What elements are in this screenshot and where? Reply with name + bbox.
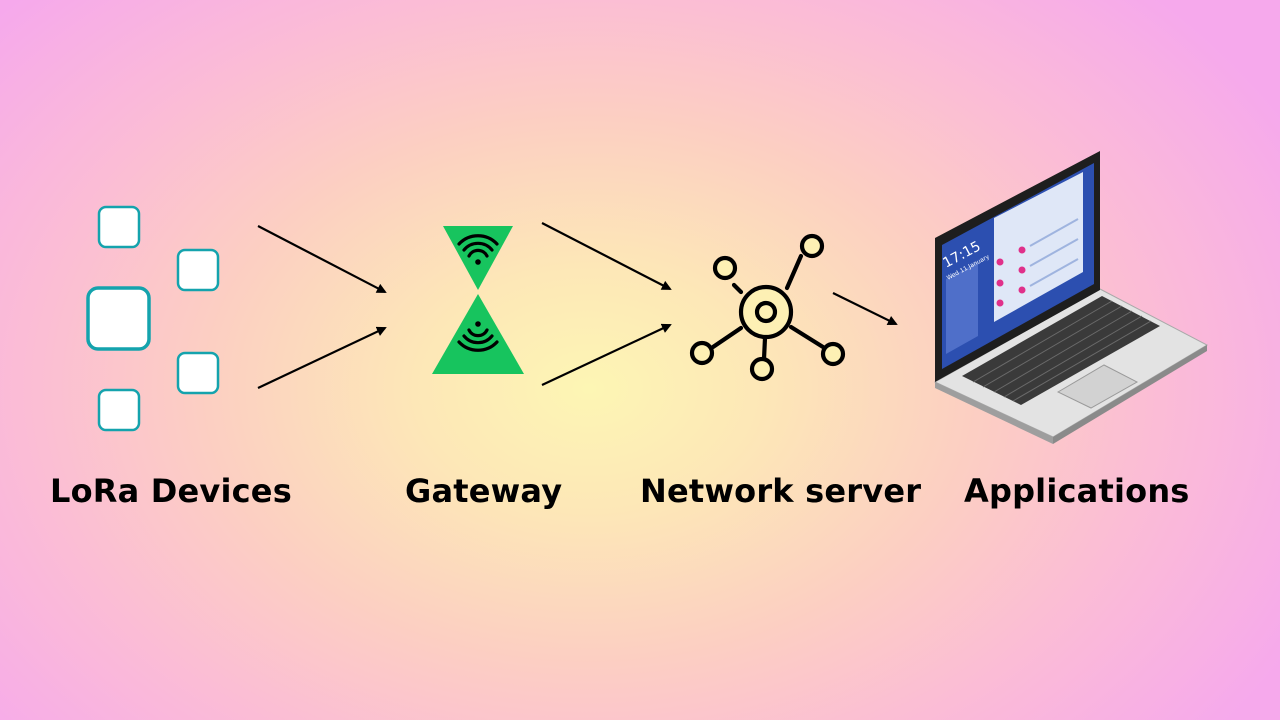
wireless-gateway-icon	[432, 226, 524, 374]
wifi-icon	[457, 234, 499, 258]
arrow	[832, 292, 898, 325]
arrow	[541, 323, 672, 386]
screen-list-rows	[996, 218, 1079, 307]
gateway-label: Gateway	[405, 472, 563, 510]
arrow	[257, 225, 387, 293]
devices-label: LoRa Devices	[50, 472, 292, 510]
device-square-icon	[97, 388, 141, 432]
arrow	[257, 326, 387, 389]
applications-label: Applications	[964, 472, 1190, 510]
device-square-icon	[176, 351, 220, 395]
network-hub-icon	[689, 233, 846, 382]
arrow	[541, 222, 672, 290]
lora-devices-group	[86, 205, 220, 432]
device-square-icon	[97, 205, 141, 249]
device-square-icon	[86, 286, 151, 351]
laptop-icon: 17:15 Wed 11 January	[933, 151, 1209, 444]
wifi-icon	[457, 328, 499, 352]
device-square-icon	[176, 248, 220, 292]
network-server-label: Network server	[640, 472, 922, 510]
